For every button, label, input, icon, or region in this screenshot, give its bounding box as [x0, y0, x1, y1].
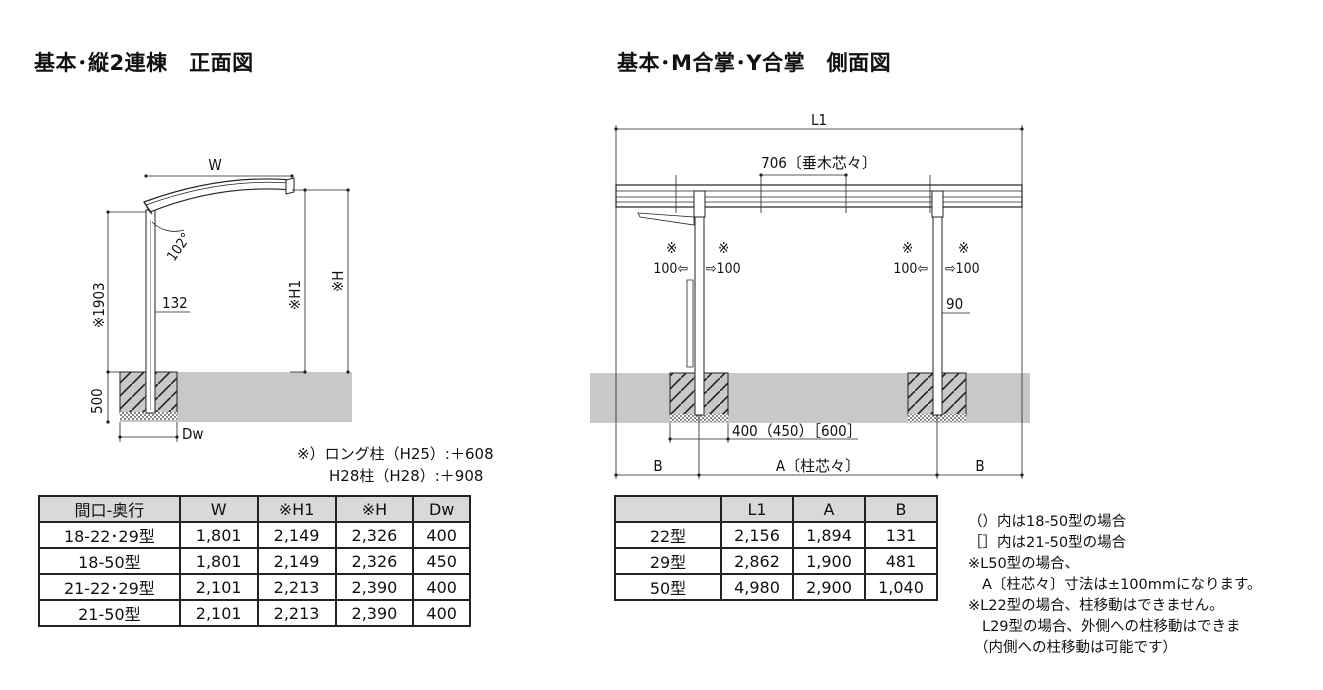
angle-label: 102° [164, 230, 195, 264]
h1-label: ※H1 [286, 280, 304, 310]
table-cell: 18-50型 [38, 547, 181, 575]
dim-400-label: 400（450）［600］ [732, 422, 862, 440]
table-cell: 21-22･29型 [38, 573, 181, 601]
front-spec-table: 間口-奥行 W ※H1 ※H Dw 18-22･29型 1,801 2,149 … [38, 495, 471, 627]
dw-label: Dw [182, 425, 203, 443]
table-cell: 131 [864, 521, 938, 549]
h28-post-note: H28柱（H28）:＋908 [329, 467, 484, 485]
dim-132-label: 132 [162, 294, 188, 312]
table-cell: 29型 [614, 547, 722, 575]
table-row: 18-50型 1,801 2,149 2,326 450 [38, 547, 471, 575]
table-cell: 22型 [614, 521, 722, 549]
note-l22: ※L22型の場合、柱移動はできません。 [968, 598, 1224, 614]
post-right [932, 214, 943, 416]
note-inner-move: （内側への柱移動は可能です） [974, 640, 1177, 656]
table-header: 間口-奥行 [38, 495, 181, 523]
table-header: L1 [720, 495, 794, 523]
table-cell: 2,101 [178, 573, 259, 601]
l1-label: L1 [811, 111, 827, 129]
offset-right-in: 100⇦ [893, 261, 928, 277]
table-row: 21-50型 2,101 2,213 2,390 400 [38, 599, 471, 627]
offset-mark-2: ※ [718, 239, 729, 257]
table-cell: 400 [412, 573, 471, 601]
offset-left-in: 100⇦ [653, 261, 688, 277]
table-cell: 1,040 [864, 573, 938, 601]
table-cell: 481 [864, 547, 938, 575]
table-cell: 1,894 [792, 521, 866, 549]
table-row: 29型 2,862 1,900 481 [614, 547, 938, 575]
long-post-note: ※）ロング柱（H25）:＋608 [297, 445, 494, 463]
offset-right-out: ⇨100 [945, 261, 980, 277]
table-row: 50型 4,980 2,900 1,040 [614, 573, 938, 601]
side-view-title: 基本･M合掌･Y合掌 側面図 [617, 51, 892, 75]
table-header: W [178, 495, 259, 523]
roof [143, 178, 293, 213]
offset-mark-1: ※ [666, 239, 677, 257]
a-label: A〔柱芯々〕 [776, 457, 860, 475]
table-cell: 2,149 [256, 547, 337, 575]
table-cell: 2,213 [256, 599, 337, 627]
table-cell: 1,801 [178, 521, 259, 549]
note-1850: （）内は18-50型の場合 [968, 514, 1127, 530]
table-cell: 21-50型 [38, 599, 181, 627]
table-cell: 2,390 [334, 599, 415, 627]
note-l29: L29型の場合、外側への柱移動はできま [982, 619, 1241, 635]
table-header: Dw [412, 495, 471, 523]
offset-left-out: ⇨100 [706, 261, 741, 277]
table-row: 18-22･29型 1,801 2,149 2,326 400 [38, 521, 471, 549]
table-header: ※H [334, 495, 415, 523]
b-right-label: B [975, 457, 984, 475]
note-a-dimension: A〔柱芯々〕寸法は±100mmになります。 [982, 577, 1262, 593]
table-header: B [864, 495, 938, 523]
table-cell: 2,101 [178, 599, 259, 627]
gravel [120, 412, 177, 420]
dim-500-label: 500 [88, 388, 106, 414]
table-cell: 2,390 [334, 573, 415, 601]
table-cell: 450 [412, 547, 471, 575]
table-header [614, 495, 722, 523]
table-cell: 2,326 [334, 547, 415, 575]
table-row: 21-22･29型 2,101 2,213 2,390 400 [38, 573, 471, 601]
table-cell: 2,156 [720, 521, 794, 549]
table-cell: 50型 [614, 573, 722, 601]
table-cell: 400 [412, 521, 471, 549]
rafter-label: 706〔垂木芯々〕 [761, 154, 877, 172]
dim-90-label: 90 [946, 295, 963, 313]
front-view-drawing: W 102° ※1903 132 ※H1 ※H 500 Dw [88, 156, 352, 443]
table-cell: 2,900 [792, 573, 866, 601]
offset-mark-3: ※ [902, 239, 913, 257]
note-l50: ※L50型の場合、 [968, 556, 1080, 572]
table-cell: 2,862 [720, 547, 794, 575]
table-cell: 18-22･29型 [38, 521, 181, 549]
table-cell: 1,801 [178, 547, 259, 575]
table-cell: 4,980 [720, 573, 794, 601]
side-view-drawing: L1 706〔垂木芯々〕 ※ ※ ※ ※ 100⇦ ⇨100 100⇦ ⇨100… [590, 111, 1030, 479]
side-spec-table: L1 A B 22型 2,156 1,894 131 29型 2,862 1,9… [614, 495, 938, 601]
table-cell: 400 [412, 599, 471, 627]
table-header: ※H1 [256, 495, 337, 523]
note-2150: ［］内は21-50型の場合 [968, 535, 1127, 551]
table-cell: 2,326 [334, 521, 415, 549]
roof [615, 184, 1023, 208]
h-label: ※H [329, 271, 347, 292]
table-cell: 2,213 [256, 573, 337, 601]
height-1903-label: ※1903 [90, 282, 108, 328]
b-left-label: B [653, 457, 662, 475]
front-view-title: 基本･縦2連棟 正面図 [34, 51, 254, 75]
w-label: W [208, 156, 221, 174]
table-cell: 1,900 [792, 547, 866, 575]
table-header: A [792, 495, 866, 523]
table-row: 22型 2,156 1,894 131 [614, 521, 938, 549]
offset-mark-4: ※ [958, 239, 969, 257]
table-cell: 2,149 [256, 521, 337, 549]
post-left [694, 214, 705, 416]
